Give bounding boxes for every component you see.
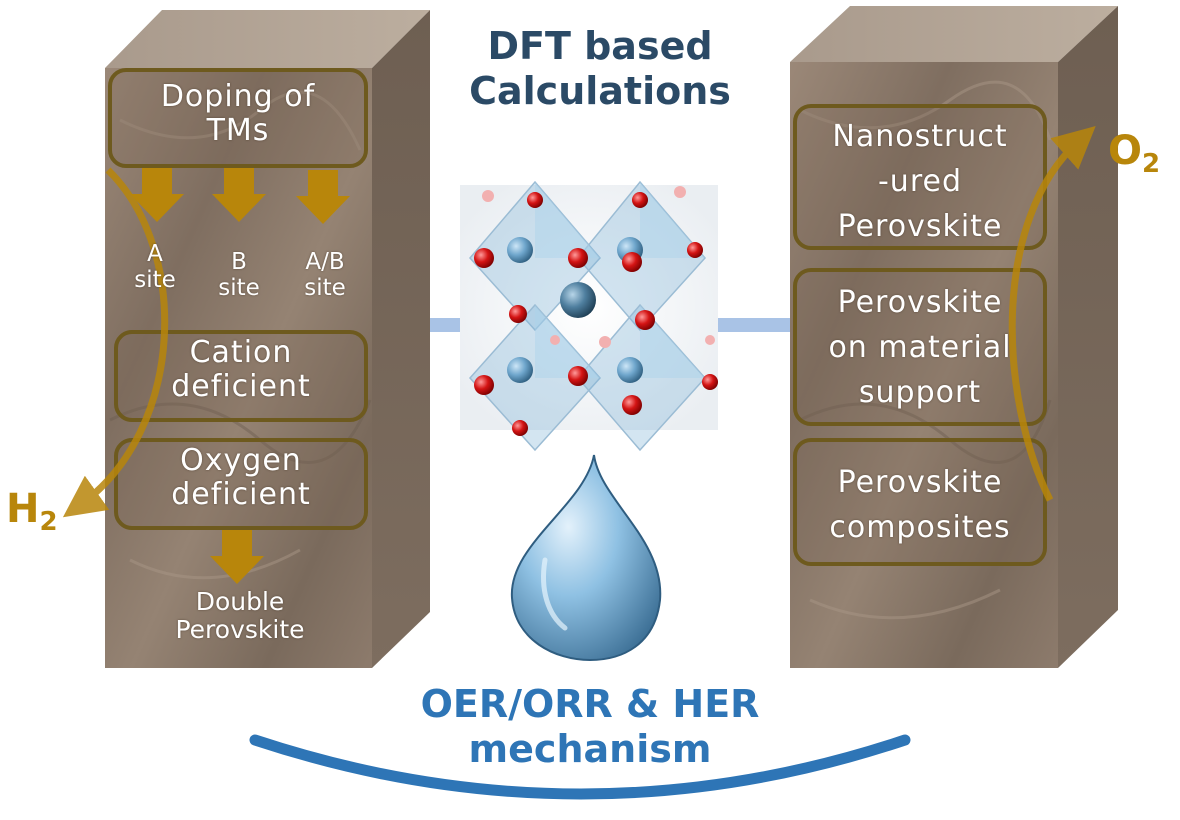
h2-curved-arrow: [62, 167, 169, 518]
mechanism-title: OER/ORR & HER mechanism: [360, 682, 820, 772]
double-perovskite-label: Double Perovskite: [175, 587, 305, 644]
mechanism-title-line-1: OER/ORR & HER: [420, 682, 760, 726]
right-connector-bar: [712, 318, 794, 332]
a-site-label: A site: [134, 241, 176, 293]
perovskite-crystal: [460, 180, 718, 452]
arrow-double-perovskite: [210, 530, 264, 584]
mechanism-arc: [249, 734, 911, 800]
mechanism-title-line-2: mechanism: [468, 726, 712, 771]
b-site-label: B site: [218, 249, 260, 301]
right-stone-block: [790, 6, 1118, 668]
material-support-box: [793, 268, 1047, 426]
arrow-b-site: [212, 168, 266, 222]
cation-deficient-box: [114, 330, 368, 422]
ab-site-label: A/B site: [304, 249, 346, 301]
diagram-title: DFT based Calculations: [400, 24, 800, 114]
a-site-cation: [560, 282, 596, 318]
title-line-1: DFT based: [487, 24, 713, 68]
doping-label: Doping of TMs: [160, 79, 316, 148]
o2-product: O2: [1108, 128, 1161, 179]
oxygen-deficient-box: [114, 438, 368, 530]
doping-box: [108, 68, 368, 168]
material-support-label: Perovskite on material support: [828, 285, 1012, 410]
water-droplet: [510, 454, 662, 662]
nanostructured-label: Nanostruct -ured Perovskite: [832, 119, 1008, 244]
down-arrows: [130, 168, 350, 584]
arrow-a-site: [130, 168, 184, 222]
arrow-ab-site: [296, 170, 350, 224]
h2-product: H2: [6, 486, 58, 537]
oxygen-deficient-label: Oxygen deficient: [171, 443, 311, 512]
cation-deficient-label: Cation deficient: [171, 335, 311, 404]
composites-box: [793, 438, 1047, 566]
title-line-2: Calculations: [469, 68, 731, 113]
o2-curved-arrow: [1008, 126, 1096, 502]
composites-label: Perovskite composites: [829, 465, 1011, 545]
